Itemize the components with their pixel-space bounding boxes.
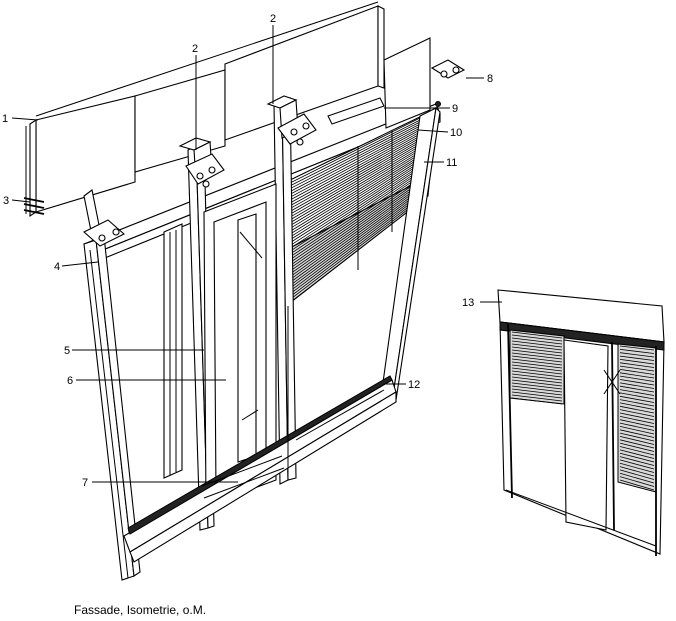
callout-6: 6 [67,375,73,387]
blind-slat [511,340,563,348]
blind-slat [511,382,563,390]
callout-1: 1 [2,113,8,125]
blind-slat [619,422,655,431]
blind-slat [619,466,655,477]
blind-slat [619,379,655,386]
callout-9: 9 [452,103,458,115]
right-middle-post [273,97,297,485]
blind-slat [511,367,563,375]
blind-slat [511,379,563,387]
blind-slat [511,391,563,399]
blind-slat [511,358,563,366]
blind-slat [619,349,655,354]
blind-slat [619,436,655,445]
blind-slat [511,397,563,405]
blind-slat [511,376,563,384]
blind-slat [619,432,655,442]
blind-slat [511,352,563,360]
blind-slat [619,476,655,487]
sliding-sash-left [163,223,183,479]
blind-slat [511,355,563,363]
blind-slat [619,359,655,365]
blind-slat [619,369,655,375]
blind-slat [619,419,655,428]
blind-slat [511,346,563,354]
blind-slat [511,364,563,372]
blind-slat [619,392,655,400]
blind-slat [511,343,563,351]
blind-slat [619,395,655,403]
blind-slat [619,372,655,379]
callout-7: 7 [82,477,88,489]
blind-slat [619,365,655,372]
blind-slat [619,462,655,473]
post-brackets [83,95,317,247]
blind-slat [511,337,563,345]
blind-slat [619,382,655,389]
blind-slat [619,442,655,452]
blind-slat [619,429,655,438]
blind-slat [619,375,655,382]
callout-13: 13 [462,297,474,309]
main-facade-isometry [23,1,466,581]
blind-slat [619,385,655,393]
blind-slat [619,405,655,414]
blind-slat [619,355,655,361]
blind-slat [619,459,655,470]
leader-lines [11,25,502,483]
callout-8: 8 [487,73,493,85]
blind-slat [511,385,563,393]
blind-slat [619,479,655,491]
blind-slat [619,389,655,396]
blind-slat [511,388,563,396]
callout-2-right: 2 [270,13,276,25]
blind-slat [619,469,655,480]
blind-slat [619,352,655,358]
blind-slat [619,402,655,410]
right-lower-pane [287,306,385,478]
sash-frame [203,183,277,507]
blind-slat [511,373,563,381]
blind-slat [619,345,655,351]
blind-slat [619,412,655,421]
figure-caption: Fassade, Isometrie, o.M. [74,603,206,617]
callout-4: 4 [54,261,60,273]
blind-slat [619,452,655,463]
blind-slat [511,349,563,357]
blind-slat [619,472,655,484]
venetian-blind [285,111,431,308]
callout-labels: 1 2 2 3 4 5 6 7 8 9 10 11 12 13 [2,13,493,489]
callout-11: 11 [446,157,457,169]
anchor-bolts [23,197,45,215]
blind-slat [511,331,563,339]
blind-slat [619,449,655,459]
callout-5: 5 [64,345,70,357]
blind-slat [511,394,563,402]
inset-view [497,289,665,556]
blind-slat [619,426,655,435]
callout-12: 12 [408,379,420,391]
blind-slat [511,361,563,369]
blind-slat [619,439,655,449]
blind-slat [511,334,563,342]
blind-slat [619,416,655,424]
wall-panels [25,1,385,218]
callout-10: 10 [450,127,462,139]
callout-2-left: 2 [192,43,198,55]
top-right-bracket [327,37,466,129]
bottom-sill [123,375,397,563]
blind-slat [619,446,655,456]
blind-slat [619,409,655,417]
blind-slat [619,362,655,368]
blind-slat [511,370,563,378]
blind-slat [619,456,655,466]
callout-3: 3 [3,195,9,207]
blind-slat [619,399,655,407]
